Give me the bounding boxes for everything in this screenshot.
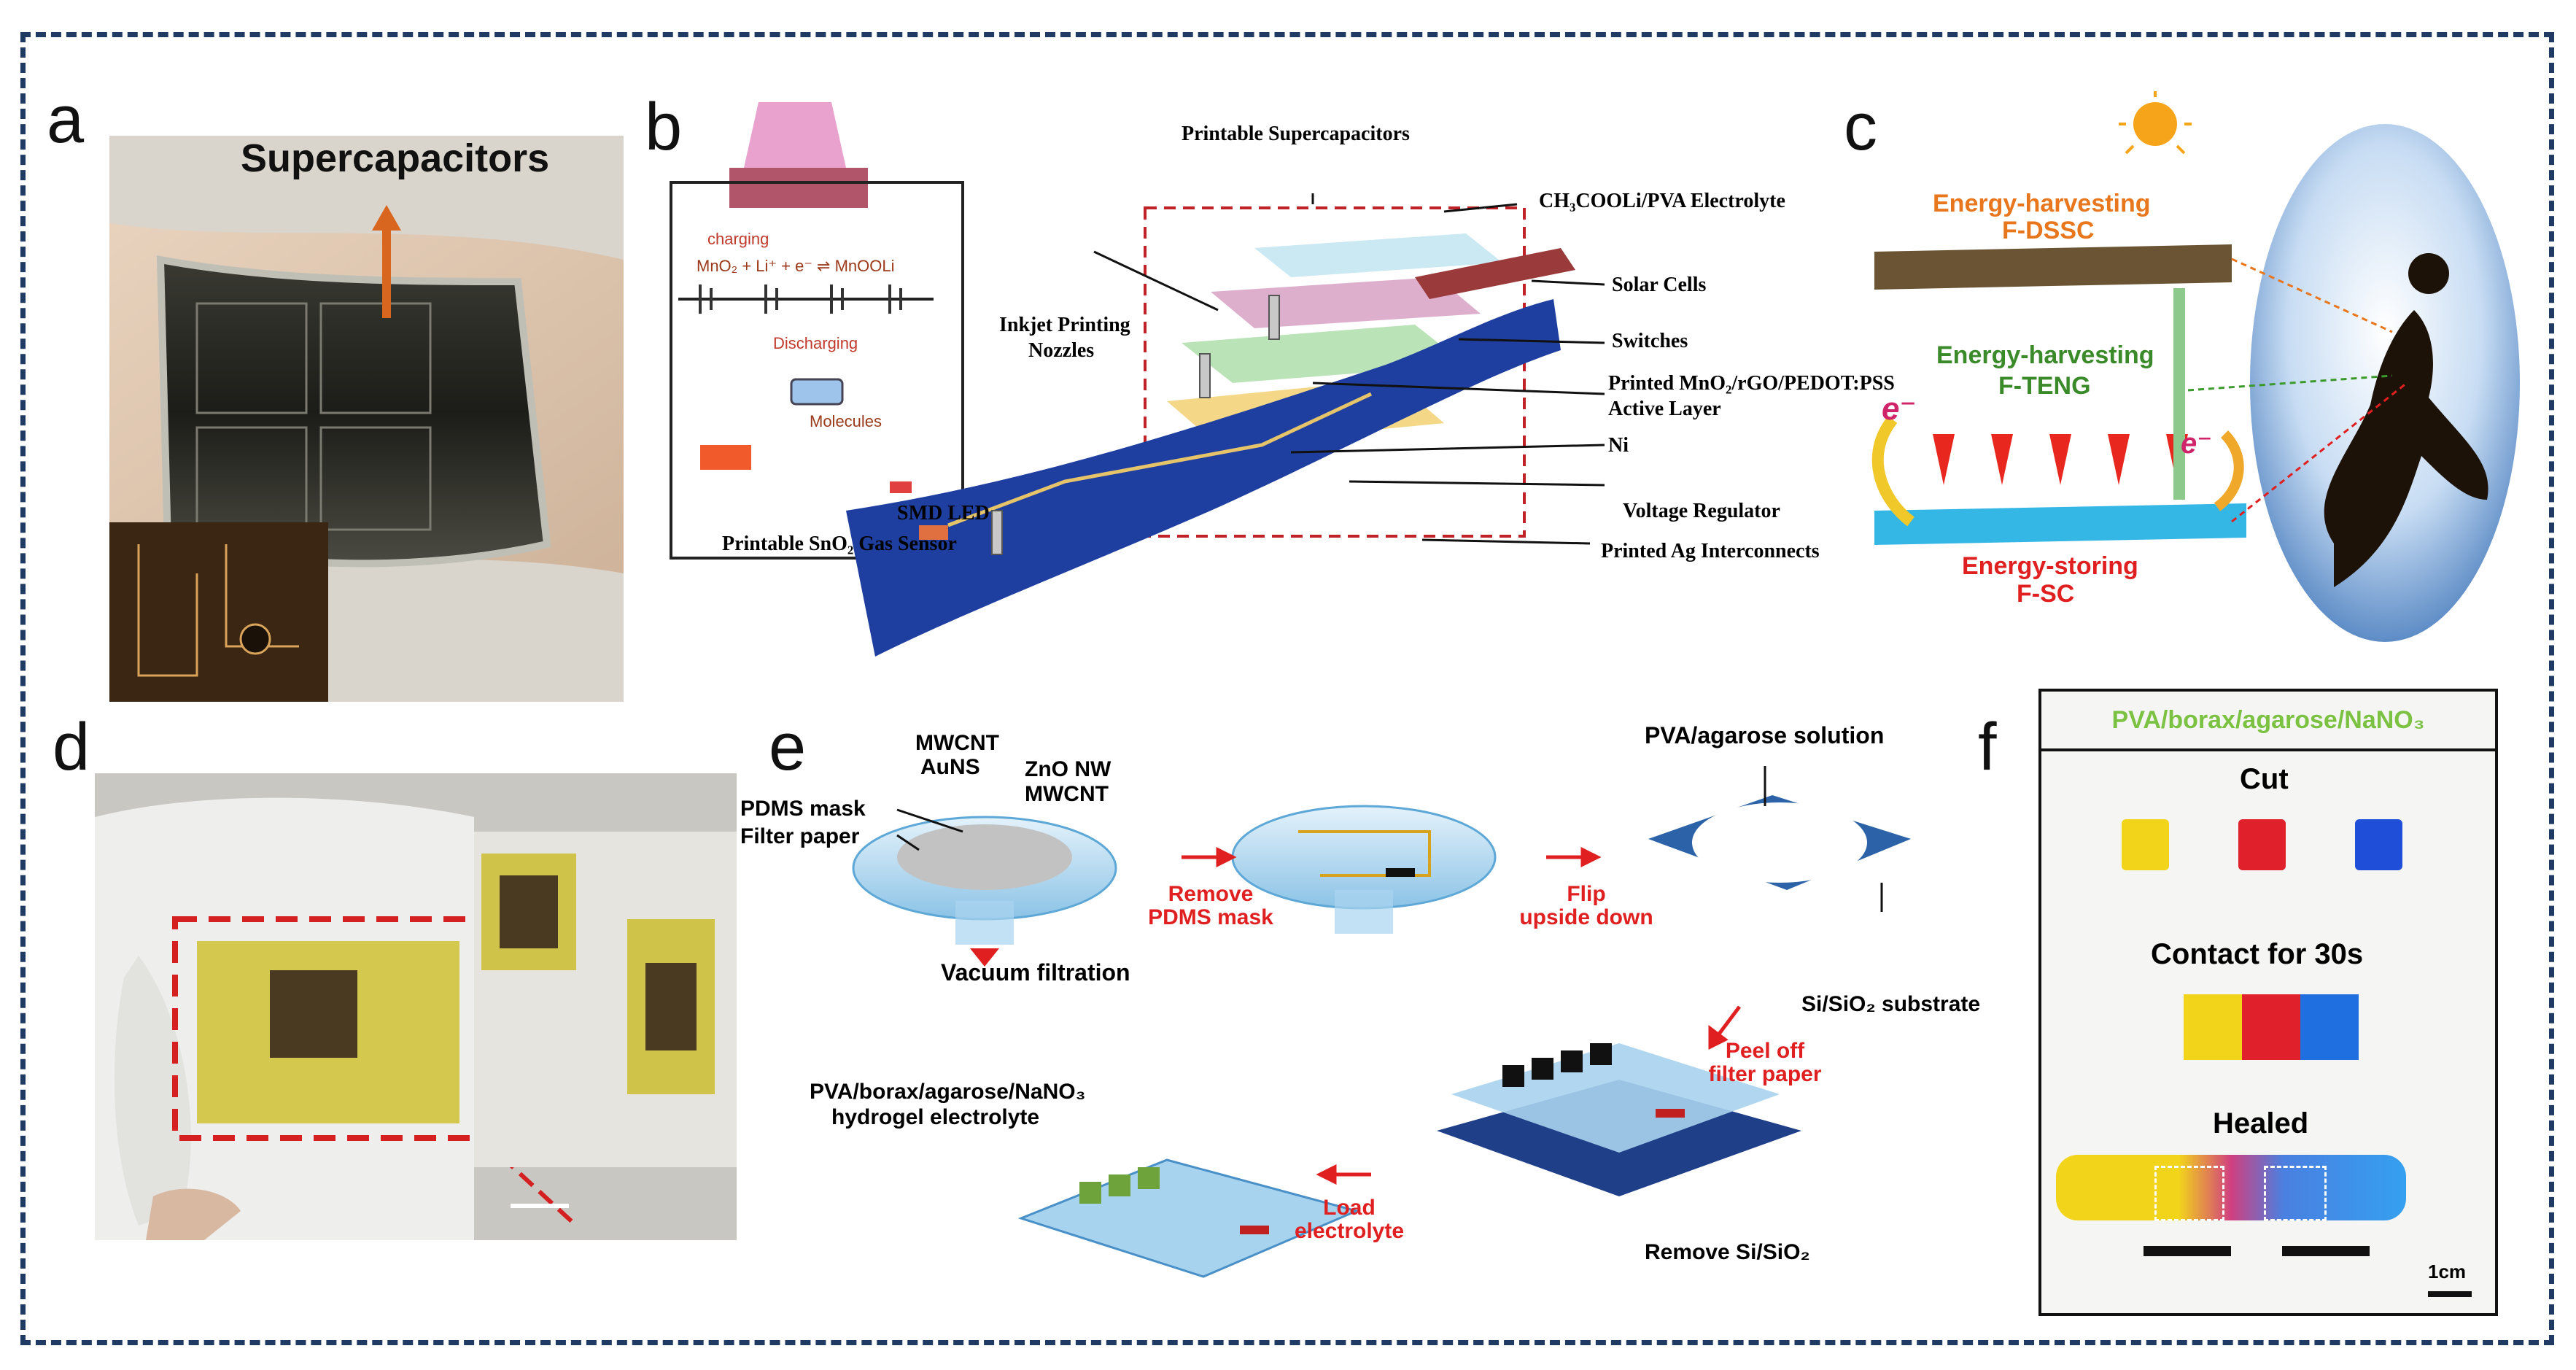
load-line1: Load <box>1323 1196 1376 1220</box>
supercapacitors-title: Supercapacitors <box>241 136 550 180</box>
fabrication-process-diagram <box>852 766 1911 1278</box>
remove-pdms-label: Remove PDMS mask <box>1138 883 1284 929</box>
contact-yellow <box>2184 994 2242 1060</box>
panel-label-b: b <box>645 90 683 164</box>
red-gel-piece <box>2238 819 2286 870</box>
wearable-system-schematic <box>670 102 1605 657</box>
substrate-label: Si/SiO₂ substrate <box>1801 992 1981 1016</box>
vacuum-label: Vacuum filtration <box>941 959 1130 986</box>
healed-joint-1 <box>2154 1166 2224 1221</box>
dssc-label-2: F-DSSC <box>2002 217 2095 244</box>
solar-cells-label: Solar Cells <box>1612 274 1707 296</box>
teng-label-1: Energy-harvesting <box>1936 341 2154 369</box>
blue-gel-piece <box>2355 819 2402 870</box>
contacted-gels <box>2184 994 2359 1060</box>
f-header: PVA/borax/agarose/NaNO₃ <box>2111 706 2425 734</box>
electron-label-right: e⁻ <box>2181 427 2213 460</box>
panel-c-diagram: Energy-harvesting F-DSSC Energy-harvesti… <box>1867 91 2523 660</box>
pdms-mask-label: PDMS mask <box>740 797 866 821</box>
peel-line1: Peel off <box>1725 1039 1805 1063</box>
contact-label: Contact for 30s <box>2151 938 2364 970</box>
cut-label: Cut <box>2240 763 2289 795</box>
active-layer-label-1: Printed MnO₂/rGO/PEDOT:PSS <box>1608 372 1895 395</box>
flip-line2: upside down <box>1519 905 1653 929</box>
healed-label: Healed <box>2213 1107 2309 1139</box>
panel-label-a: a <box>47 82 85 157</box>
smd-led-label: SMD LED <box>897 502 990 525</box>
gas-sensor-label: Printable SnO₂ Gas Sensor <box>722 533 957 555</box>
load-line2: electrolyte <box>1294 1218 1405 1243</box>
electrolyte-label: CH₃COOLi/PVA Electrolyte <box>1539 190 1785 212</box>
sc-label-1: Energy-storing <box>1962 552 2138 580</box>
panel-label-f: f <box>1978 710 1997 784</box>
teng-label-2: F-TENG <box>1998 372 2091 400</box>
ni-label: Ni <box>1608 434 1629 457</box>
panel-b-diagram: charging MnO₂ + Li⁺ + e⁻ ⇌ MnOOLi Discha… <box>656 102 1895 686</box>
energy-system-illustration <box>1871 91 2520 642</box>
flip-label: Flip upside down <box>1510 883 1663 929</box>
panel-a-photo: Supercapacitors <box>109 136 624 702</box>
shirt-device-photo <box>95 773 737 1240</box>
pva-agarose-label: PVA/agarose solution <box>1645 722 1885 748</box>
interconnects-label: Printed Ag Interconnects <box>1601 540 1820 562</box>
load-label: Load electrolyte <box>1291 1196 1408 1242</box>
remove-pdms-line1: Remove <box>1168 882 1254 906</box>
printable-supercapacitors-label: Printable Supercapacitors <box>1182 123 1410 145</box>
peel-line2: filter paper <box>1708 1061 1822 1086</box>
yellow-gel-piece <box>2122 819 2169 870</box>
healed-gel <box>2056 1155 2406 1220</box>
panel-label-d: d <box>53 710 90 784</box>
inkjet-label-2: Nozzles <box>1028 339 1095 362</box>
panel-d-photo <box>95 773 737 1240</box>
hydrogel-label-1: PVA/borax/agarose/NaNO₃ <box>810 1080 1086 1104</box>
arrow-right <box>2282 1246 2370 1256</box>
contact-red <box>2242 994 2300 1060</box>
healed-joint-2 <box>2264 1166 2327 1221</box>
molecules-label: Molecules <box>810 412 882 430</box>
panel-f-selfhealing: PVA/borax/agarose/NaNO₃ Cut Contact for … <box>2038 689 2498 1316</box>
peel-label: Peel off filter paper <box>1692 1040 1838 1085</box>
filter-paper-label: Filter paper <box>740 824 860 848</box>
remove-si-label: Remove Si/SiO₂ <box>1645 1240 1810 1264</box>
mwcnt-label-2: AuNS <box>920 755 980 779</box>
switches-label: Switches <box>1612 330 1688 352</box>
zno-label-1: ZnO NW <box>1025 757 1112 781</box>
hydrogel-label-2: hydrogel electrolyte <box>831 1105 1040 1129</box>
arrow-left <box>2144 1246 2231 1256</box>
active-layer-label-2: Active Layer <box>1608 398 1721 420</box>
wrist-device-photo <box>109 136 624 702</box>
charging-label: charging <box>707 230 769 248</box>
zno-label-2: MWCNT <box>1025 782 1109 806</box>
remove-pdms-line2: PDMS mask <box>1148 905 1273 929</box>
electron-label-left: e⁻ <box>1882 391 1917 427</box>
inkjet-label-1: Inkjet Printing <box>999 314 1130 336</box>
panel-e-process: MWCNT AuNS ZnO NW MWCNT PDMS mask Filter… <box>729 715 1998 1313</box>
mwcnt-label-1: MWCNT <box>915 731 999 755</box>
flip-line1: Flip <box>1567 882 1606 906</box>
sc-label-2: F-SC <box>2017 580 2075 608</box>
f-header-cell: PVA/borax/agarose/NaNO₃ <box>2041 692 2495 751</box>
voltage-regulator-label: Voltage Regulator <box>1623 500 1780 522</box>
discharging-label: Discharging <box>773 334 858 352</box>
scale-bar <box>2428 1291 2472 1297</box>
figure-frame <box>20 32 2554 1345</box>
reaction-label: MnO₂ + Li⁺ + e⁻ ⇌ MnOOLi <box>697 257 895 275</box>
scale-label: 1cm <box>2428 1261 2467 1282</box>
panel-label-c: c <box>1844 90 1877 164</box>
dssc-label-1: Energy-harvesting <box>1933 190 2151 217</box>
panel-label-e: e <box>769 710 807 784</box>
contact-blue <box>2300 994 2359 1060</box>
